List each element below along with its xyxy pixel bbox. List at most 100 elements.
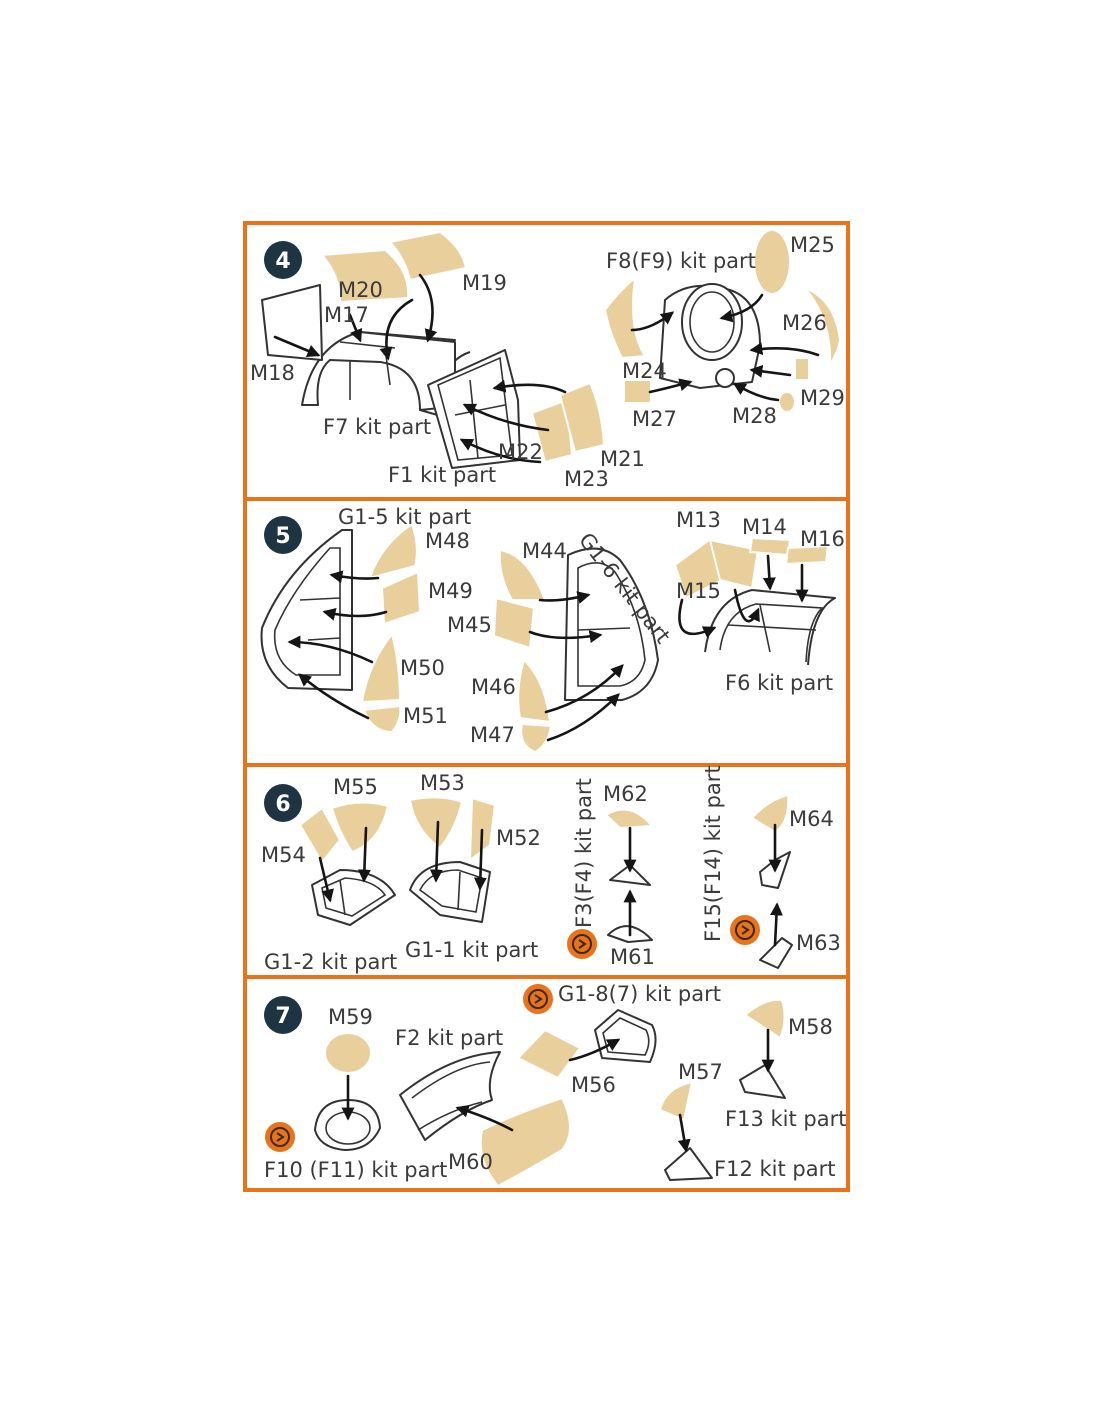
label-m55: M55: [333, 775, 378, 799]
label-m25: M25: [790, 233, 835, 257]
mask-m28: [778, 391, 796, 413]
step-number: 6: [275, 792, 290, 817]
label-f13: F13 kit part: [725, 1107, 846, 1131]
outer-frame: [243, 221, 850, 1192]
label-m24: M24: [622, 359, 667, 383]
mask-m26: [804, 287, 842, 369]
mask-m21: [558, 381, 606, 454]
label-f10: F10 (F11) kit part: [264, 1158, 447, 1182]
label-m56: M56: [571, 1073, 616, 1097]
label-f15: F15(F14) kit part: [701, 765, 725, 942]
f8-ring: [681, 283, 743, 361]
mask-m51: [362, 704, 402, 734]
label-m46: M46: [471, 675, 516, 699]
mask-m25: [753, 229, 791, 295]
label-m54: M54: [261, 843, 306, 867]
label-m45: M45: [447, 613, 492, 637]
label-m16: M16: [800, 527, 845, 551]
mask-m53: [408, 796, 464, 850]
label-m22: M22: [498, 440, 543, 464]
mask-m64: [750, 793, 790, 834]
label-m28: M28: [732, 404, 777, 428]
label-m19: M19: [462, 271, 507, 295]
mask-m54: [298, 806, 342, 864]
label-m21: M21: [600, 447, 645, 471]
mask-m57: [658, 1080, 694, 1122]
mask-m58: [743, 998, 786, 1040]
step-number: 4: [275, 249, 290, 274]
label-m23: M23: [564, 467, 609, 491]
label-m63: M63: [796, 931, 841, 955]
f7-side: [261, 284, 323, 361]
f3-part: [609, 864, 651, 886]
label-m62: M62: [603, 782, 648, 806]
mask-m19: [388, 230, 468, 282]
mask-m49: [380, 570, 422, 626]
mask-m48: [368, 522, 418, 580]
label-m14: M14: [742, 515, 787, 539]
mask-m55: [330, 801, 390, 854]
label-f6: F6 kit part: [725, 671, 833, 695]
mask-m47: [520, 722, 553, 754]
step-6-labels: M55 M53 M54 M52 G1-2 kit part G1-1 kit p…: [261, 765, 841, 974]
note-icon: [566, 928, 598, 960]
mask-m27: [623, 379, 652, 404]
label-m17: M17: [324, 303, 369, 327]
note-icon: [729, 914, 761, 946]
mask-m20: [319, 248, 410, 304]
step-number: 5: [275, 524, 290, 549]
step-badge: [264, 784, 302, 822]
step-6-panel: 6: [264, 784, 793, 969]
mask-m16: [784, 544, 830, 566]
label-f8: F8(F9) kit part: [606, 249, 756, 273]
label-m27: M27: [632, 407, 677, 431]
label-m58: M58: [788, 1015, 833, 1039]
mask-m62: [604, 808, 655, 830]
label-m53: M53: [420, 771, 465, 795]
label-m64: M64: [789, 807, 834, 831]
label-m44: M44: [522, 539, 567, 563]
mask-m13b: [708, 538, 760, 590]
label-g1-1: G1-1 kit part: [405, 938, 538, 962]
label-m57: M57: [678, 1060, 723, 1084]
label-m15: M15: [676, 579, 721, 603]
step-badge: [264, 996, 302, 1034]
step-7-labels: M59 F2 kit part G1-8(7) kit part M58 M56…: [264, 982, 846, 1182]
mask-m46: [517, 658, 552, 724]
label-g1-5: G1-5 kit part: [338, 505, 471, 529]
label-g1-8: G1-8(7) kit part: [558, 982, 721, 1006]
label-m18: M18: [250, 361, 295, 385]
mask-m56: [516, 1028, 582, 1080]
note-icon: [264, 1121, 296, 1153]
mask-m29: [794, 357, 810, 381]
label-m13: M13: [676, 508, 721, 532]
label-m60: M60: [448, 1150, 493, 1174]
label-m59: M59: [328, 1005, 373, 1029]
step-4-labels: M20 M19 M17 M18 F7 kit part F1 kit part …: [250, 233, 845, 491]
label-m61: M61: [610, 945, 655, 969]
label-f7: F7 kit part: [323, 415, 431, 439]
mask-m60: [479, 1096, 571, 1188]
label-m47: M47: [470, 723, 515, 747]
mask-m59: [324, 1032, 372, 1074]
mask-m50: [360, 631, 402, 704]
f13-part: [739, 1064, 786, 1099]
step-badge: [264, 516, 302, 554]
mask-m24-panel: [603, 275, 647, 360]
label-m48: M48: [425, 529, 470, 553]
label-f3: F3(F4) kit part: [572, 778, 596, 928]
f2-part: [399, 1051, 501, 1141]
label-f2: F2 kit part: [395, 1026, 503, 1050]
label-f1: F1 kit part: [388, 463, 496, 487]
step-7-panel: 7: [264, 983, 786, 1188]
label-m49: M49: [428, 579, 473, 603]
g1-6-part: [564, 547, 659, 701]
step-badge: [264, 241, 302, 279]
label-m29: M29: [800, 386, 845, 410]
f12-part: [664, 1147, 713, 1181]
step-4-panel: 4: [261, 229, 842, 469]
label-m52: M52: [496, 826, 541, 850]
label-g1-2: G1-2 kit part: [264, 950, 397, 974]
mask-m14: [748, 536, 792, 557]
